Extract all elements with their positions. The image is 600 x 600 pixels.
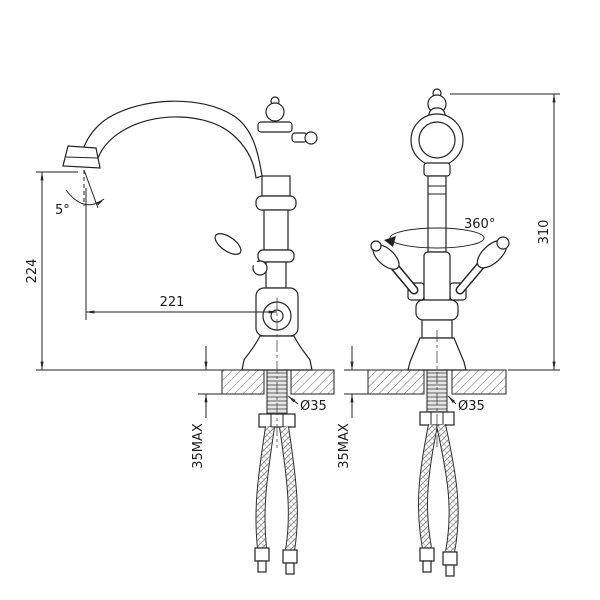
column-collar: [257, 249, 295, 263]
column: [427, 175, 447, 253]
dim-label-hole-dia-35: Ø35: [458, 399, 485, 414]
spout: [81, 100, 263, 179]
spout-collar: [423, 162, 451, 177]
dim-label-deck-35max: 35MAX: [191, 423, 206, 469]
diverter-knob-ball: [304, 131, 318, 145]
finial-ball: [265, 102, 285, 122]
rotation-arrowhead: [384, 236, 396, 247]
handle-grip-cap: [370, 240, 382, 252]
hose-braid: [256, 426, 274, 549]
hose-connector-nipple: [422, 560, 432, 573]
bell-ring-line: [65, 156, 99, 159]
left-view-dimensions: 224 5° 221 35MAX Ø35: [25, 169, 327, 469]
deck-right-hatch: [290, 369, 335, 395]
dim-label-reach-221: 221: [160, 295, 185, 310]
front-handle-left: [370, 240, 425, 301]
dim-label-hole-dia-35: Ø35: [300, 399, 327, 414]
valve-body: [423, 251, 451, 303]
countertop-section: [221, 369, 335, 395]
deck-left-hatch: [221, 369, 265, 395]
handle-stem: [391, 263, 417, 293]
neck-collar: [255, 195, 297, 211]
spout-ring-inner: [418, 121, 456, 159]
hose-connector-nut: [282, 549, 298, 564]
hose-braid: [437, 424, 458, 553]
side-handle: [214, 233, 268, 276]
dim-label-height-310: 310: [537, 220, 552, 245]
hose-connector-nut: [419, 547, 435, 562]
spout-cap: [257, 121, 293, 133]
hose-connector-nipple: [285, 562, 295, 575]
angle-slanted-line: [83, 169, 99, 209]
deck-right-hatch: [451, 369, 507, 395]
countertop-section: [367, 369, 507, 395]
hose-connector-nut: [442, 551, 458, 566]
leader-line: [447, 395, 457, 405]
hose-braid: [419, 424, 437, 549]
deck-left-hatch: [367, 369, 425, 395]
handle-grip: [214, 233, 242, 255]
dim-label-height-224: 224: [25, 259, 40, 284]
front-handle-right: [449, 236, 510, 301]
supply-hoses: [418, 423, 459, 577]
hose-connector-nut: [254, 547, 270, 562]
supply-hoses: [254, 426, 298, 575]
hose-connector-nipple: [257, 560, 267, 573]
handle-stem: [457, 261, 485, 293]
dim-label-swivel-360: 360°: [464, 217, 495, 232]
column-lower: [265, 261, 287, 289]
right-view-faucet: [367, 88, 510, 577]
angle-arc-arrow: [65, 189, 105, 206]
neck-upper: [261, 175, 291, 197]
hose-braid: [280, 426, 297, 551]
dim-label-deck-35max: 35MAX: [337, 423, 352, 469]
right-view-dimensions: 360° 310 35MAX Ø35: [337, 93, 560, 469]
hose-connector-nipple: [445, 564, 455, 577]
dim-label-angle-5: 5°: [55, 203, 70, 218]
leader-line: [287, 395, 299, 405]
left-view-faucet: [62, 96, 335, 575]
column: [263, 209, 289, 251]
handle-grip-cap: [496, 236, 510, 250]
body-cross-union: [415, 299, 459, 321]
